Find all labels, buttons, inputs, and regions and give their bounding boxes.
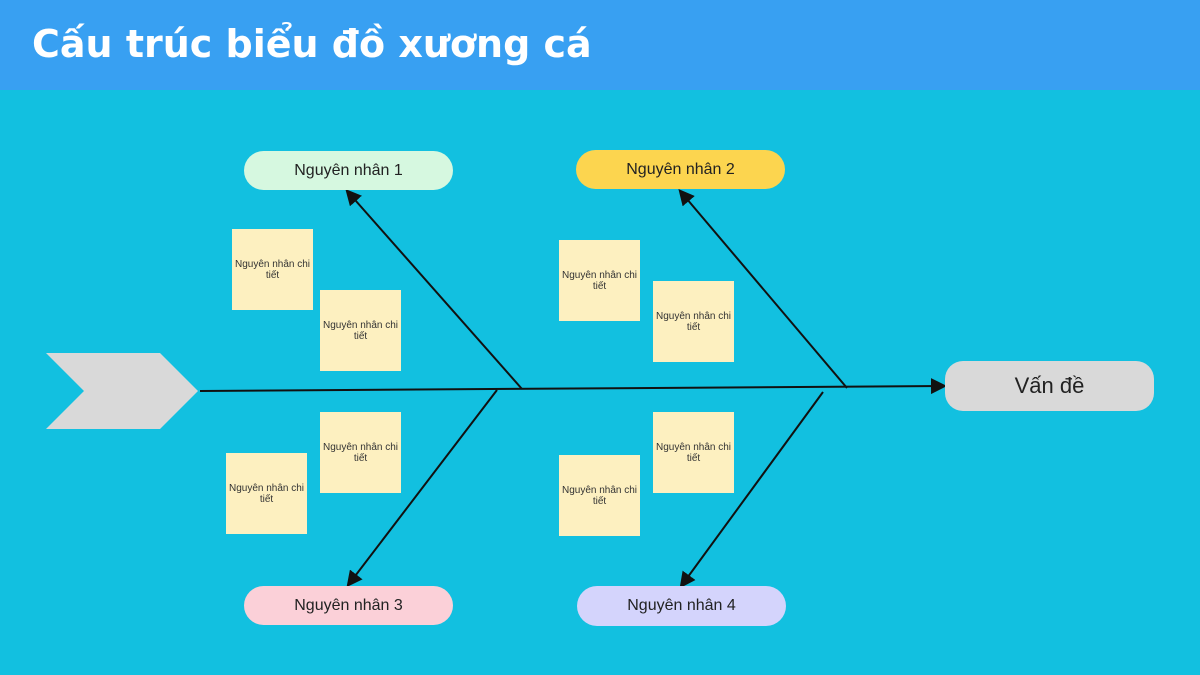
detail-note: Nguyên nhân chi tiết — [226, 453, 307, 534]
bone-cause-3 — [346, 389, 498, 588]
bone-cause-2 — [678, 188, 848, 389]
header-bar: Cấu trúc biểu đồ xương cá — [0, 0, 1200, 90]
cause-2: Nguyên nhân 2 — [576, 150, 785, 189]
cause-1: Nguyên nhân 1 — [244, 151, 453, 190]
fish-tail-chevron — [46, 353, 198, 429]
detail-note: Nguyên nhân chi tiết — [320, 290, 401, 371]
detail-note: Nguyên nhân chi tiết — [653, 281, 734, 362]
cause-3: Nguyên nhân 3 — [244, 586, 453, 625]
bone-cause-1 — [345, 189, 523, 390]
detail-note: Nguyên nhân chi tiết — [559, 240, 640, 321]
problem-head: Vấn đề — [945, 361, 1154, 411]
detail-note: Nguyên nhân chi tiết — [559, 455, 640, 536]
detail-note: Nguyên nhân chi tiết — [232, 229, 313, 310]
spine-arrow — [199, 378, 947, 395]
detail-note: Nguyên nhân chi tiết — [320, 412, 401, 493]
detail-note: Nguyên nhân chi tiết — [653, 412, 734, 493]
cause-4: Nguyên nhân 4 — [577, 586, 786, 626]
bone-cause-4 — [679, 391, 824, 589]
page-title: Cấu trúc biểu đồ xương cá — [32, 22, 592, 66]
